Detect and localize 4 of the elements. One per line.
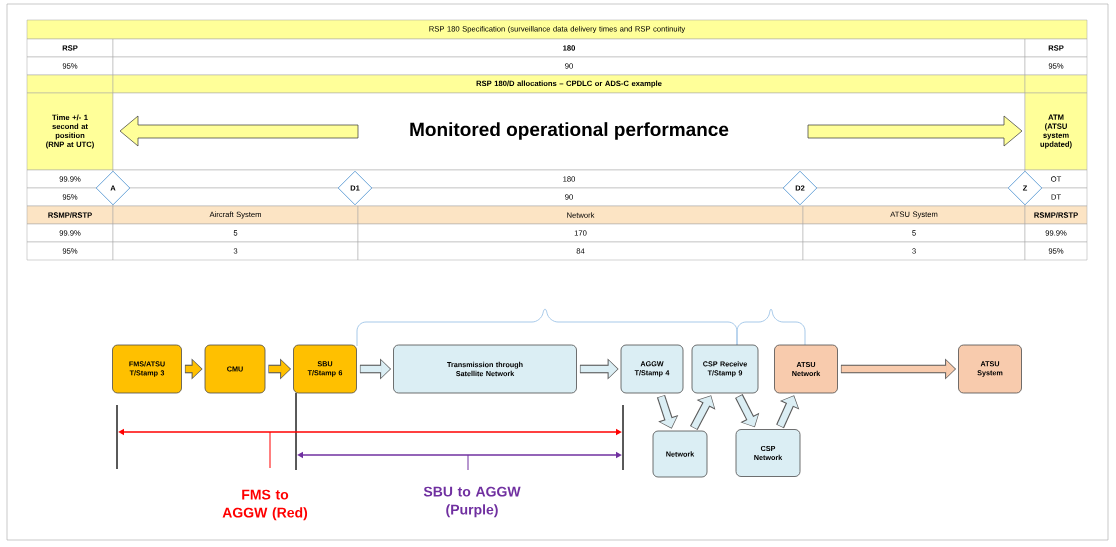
measure-label: FMS to AGGW (Red): [222, 489, 308, 521]
heading-text: Monitored operational performance: [410, 122, 729, 140]
block-arrow: [656, 394, 679, 429]
measure-label: SBU to AGGW (Purple): [423, 486, 521, 518]
